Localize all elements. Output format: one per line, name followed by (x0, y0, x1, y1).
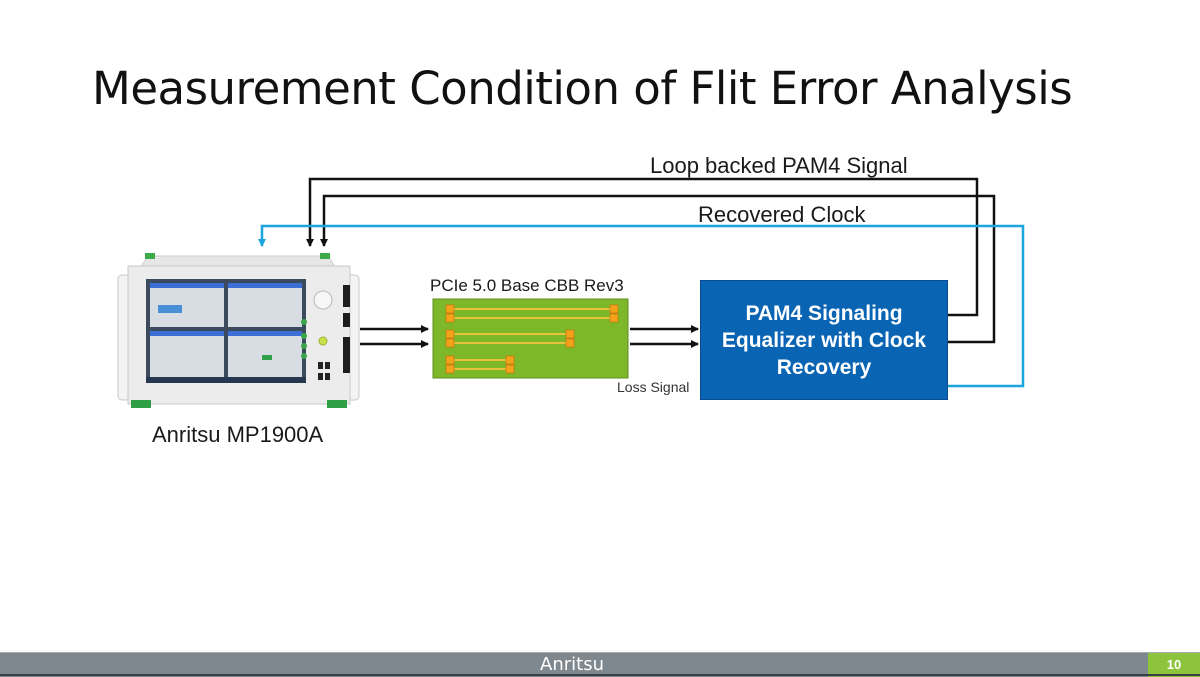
usb-port (318, 362, 323, 369)
pad (445, 304, 455, 314)
loopback-line-n (320, 194, 996, 344)
connector-block (343, 337, 350, 373)
connector-block (343, 313, 350, 327)
pad (445, 364, 455, 374)
side-button (301, 319, 307, 325)
screen-pane (228, 331, 302, 377)
pads (445, 304, 619, 374)
pad (565, 329, 575, 339)
front-foot (131, 400, 151, 408)
connector-block (343, 285, 350, 307)
loop-signal-label: Loop backed PAM4 Signal (650, 153, 908, 178)
screen-widget (158, 305, 182, 313)
pad (565, 338, 575, 348)
screen-widget (262, 355, 272, 360)
recovered-clock-label: Recovered Clock (698, 202, 866, 227)
footer-brand: Anritsu (540, 654, 604, 675)
front-foot (327, 400, 347, 408)
equalizer-line-3: Recovery (776, 355, 872, 379)
traces (450, 308, 614, 370)
recovered-clock-line (258, 224, 1025, 388)
side-button (301, 343, 307, 349)
pcie-cbb-board (432, 298, 629, 379)
side-button (301, 333, 307, 339)
screen-pane-header (150, 283, 224, 288)
usb-port (318, 373, 323, 380)
power-led (318, 336, 328, 346)
screen-pane-header (228, 331, 302, 336)
slide-title: Measurement Condition of Flit Error Anal… (92, 62, 1073, 115)
board (432, 298, 629, 379)
mp1900a-instrument (117, 253, 360, 408)
cbb-label: PCIe 5.0 Base CBB Rev3 (430, 276, 624, 295)
screen-pane-header (228, 283, 302, 288)
corner-foot (320, 253, 330, 259)
pad (505, 355, 515, 365)
pad (445, 355, 455, 365)
screen-pane-header (150, 331, 224, 336)
device-label: Anritsu MP1900A (152, 422, 324, 447)
side-button (301, 353, 307, 359)
equalizer-line-2: Equalizer with Clock (721, 328, 927, 352)
usb-port (325, 362, 330, 369)
equalizer-line-1: PAM4 Signaling (745, 301, 903, 325)
pad (609, 313, 619, 323)
footer-bottom-edge (0, 674, 1200, 676)
rotary-knob (313, 290, 333, 310)
pad (445, 338, 455, 348)
corner-foot (145, 253, 155, 259)
page-number-badge: 10 (1148, 653, 1200, 677)
screen-pane (228, 283, 302, 327)
usb-port (325, 373, 330, 380)
pad (445, 313, 455, 323)
pad (609, 304, 619, 314)
screen-status-bar (146, 377, 306, 383)
pad (505, 364, 515, 374)
loss-signal-label: Loss Signal (617, 379, 690, 395)
loopback-line-p (306, 177, 979, 317)
equalizer-block: PAM4 Signaling Equalizer with Clock Reco… (700, 280, 948, 400)
footer-bar: Anritsu 10 (0, 652, 1200, 677)
screen-pane (150, 331, 224, 377)
pad (445, 329, 455, 339)
